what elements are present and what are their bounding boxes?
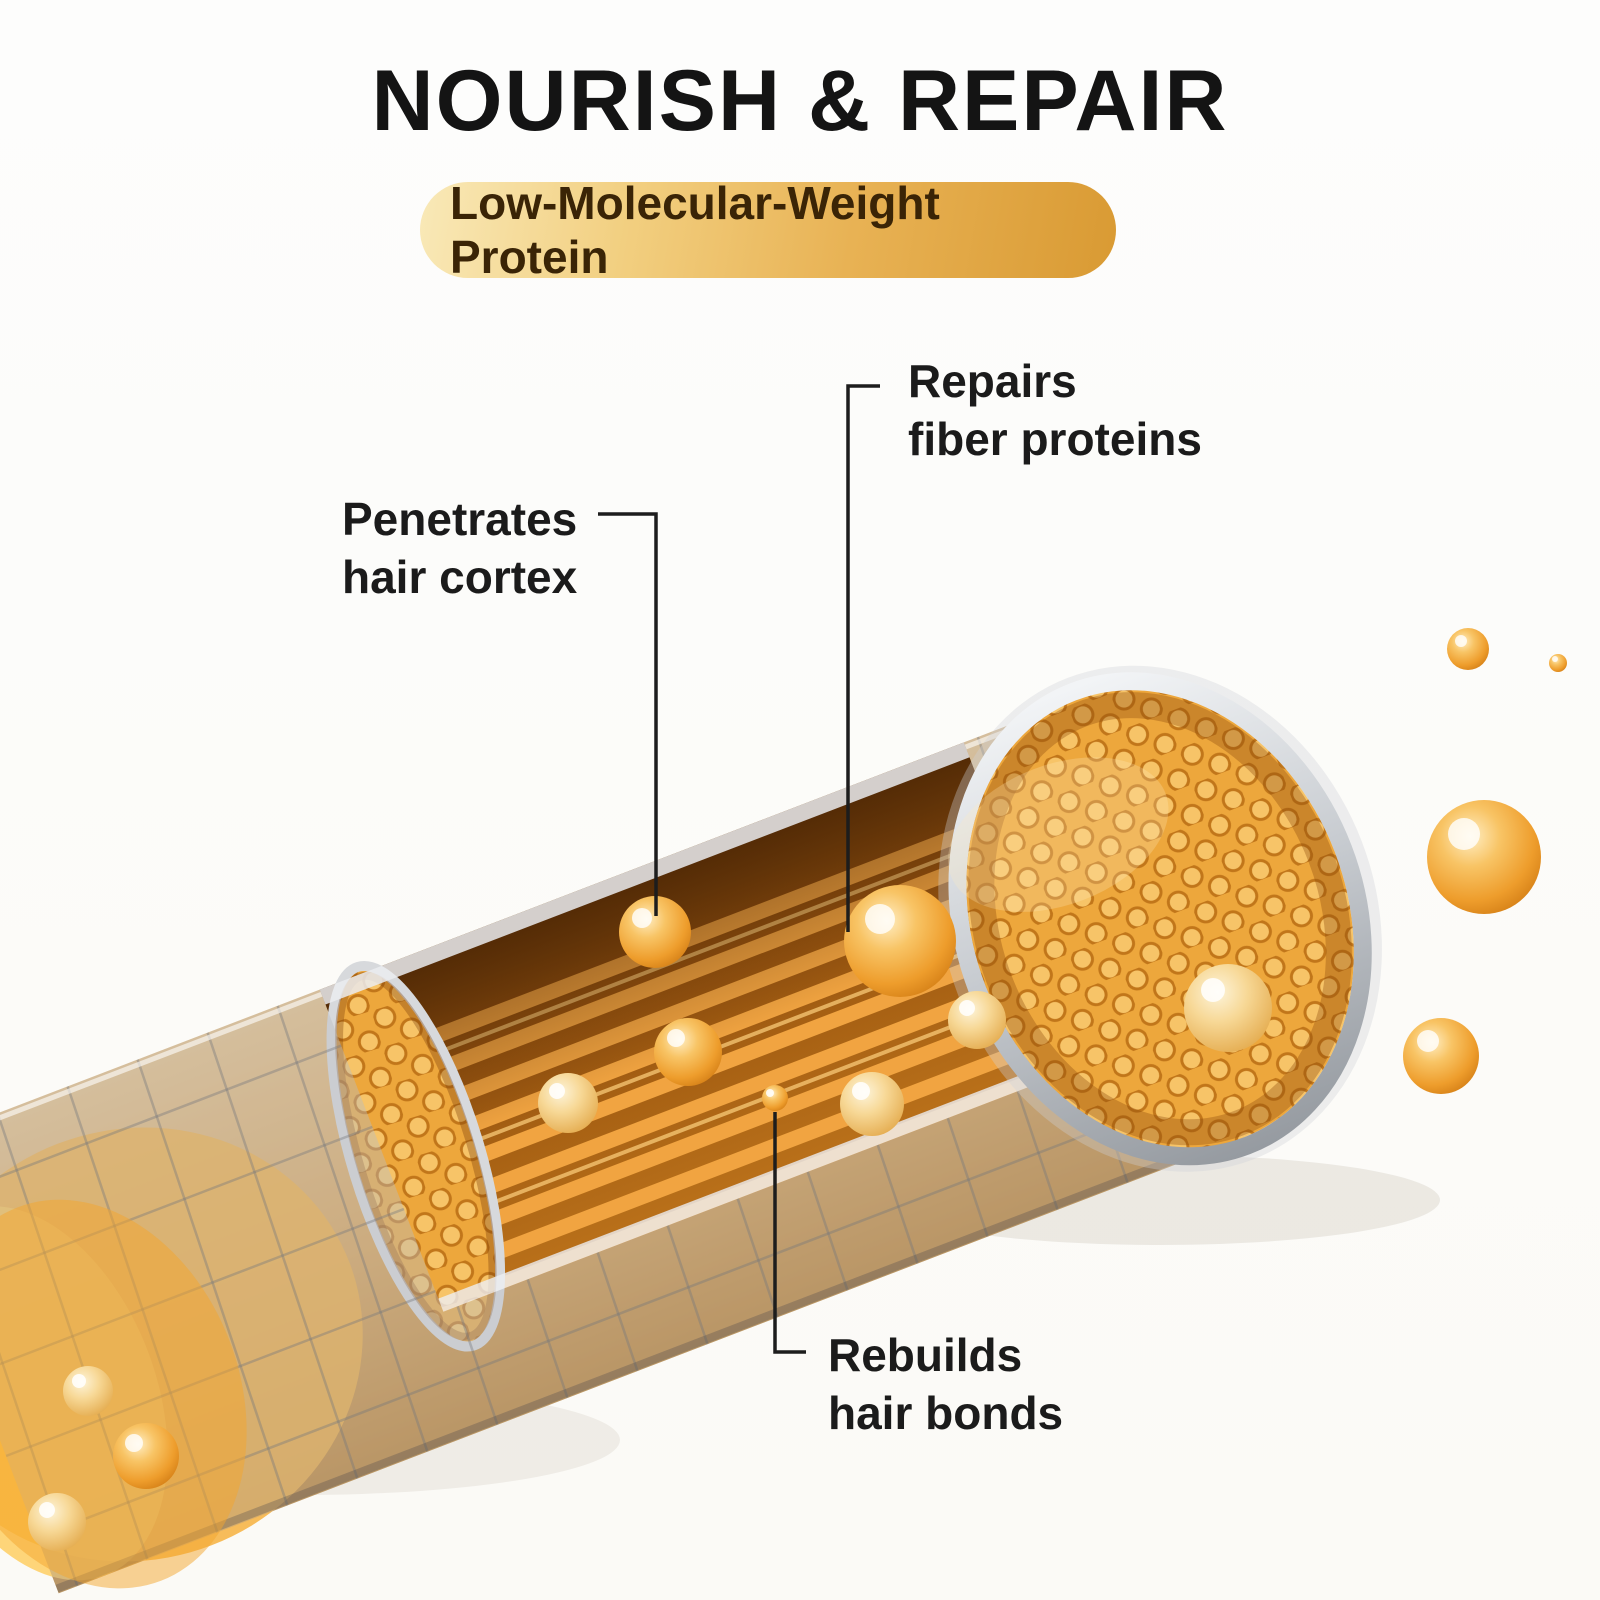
callout-line-penetrates [598, 512, 658, 916]
callout-repairs-line2: fiber proteins [908, 413, 1202, 466]
protein-droplet [28, 1493, 86, 1551]
trough-bottom-rim [438, 1051, 1088, 1312]
trough-top-rim [319, 742, 970, 1005]
protein-droplet [1427, 800, 1541, 914]
protein-droplet [1184, 964, 1272, 1052]
callout-penetrates-line2: hair cortex [342, 551, 578, 604]
protein-droplet [63, 1366, 113, 1416]
protein-droplet [654, 1018, 722, 1086]
page-title: NOURISH & REPAIR [371, 53, 1229, 149]
protein-droplet [538, 1073, 598, 1133]
protein-droplet [948, 991, 1006, 1049]
callout-lines [598, 384, 880, 1354]
protein-badge: Low-Molecular-Weight Protein [420, 177, 1116, 283]
callout-rebuilds-line2: hair bonds [828, 1387, 1064, 1440]
protein-droplets [28, 628, 1567, 1551]
callout-rebuilds-line1: Rebuilds [828, 1329, 1023, 1381]
callout-repairs-line1: Repairs [908, 355, 1077, 407]
protein-droplet [1447, 628, 1489, 670]
callout-rebuilds: Rebuilds hair bonds [828, 1326, 1063, 1443]
callout-line-rebuilds [773, 1112, 806, 1354]
callout-repairs: Repairs fiber proteins [908, 352, 1202, 469]
callout-line-repairs [846, 384, 880, 932]
protein-badge-label: Low-Molecular-Weight Protein [450, 177, 940, 283]
protein-droplet [619, 896, 691, 968]
protein-droplet [840, 1072, 904, 1136]
protein-droplet [762, 1085, 788, 1111]
protein-droplet [113, 1423, 179, 1489]
callout-penetrates: Penetrates hair cortex [342, 490, 577, 607]
protein-droplet [844, 885, 956, 997]
callout-penetrates-line1: Penetrates [342, 493, 578, 545]
protein-droplet [1403, 1018, 1479, 1094]
hair-shaft [0, 665, 1382, 1594]
protein-droplet [1549, 654, 1567, 672]
